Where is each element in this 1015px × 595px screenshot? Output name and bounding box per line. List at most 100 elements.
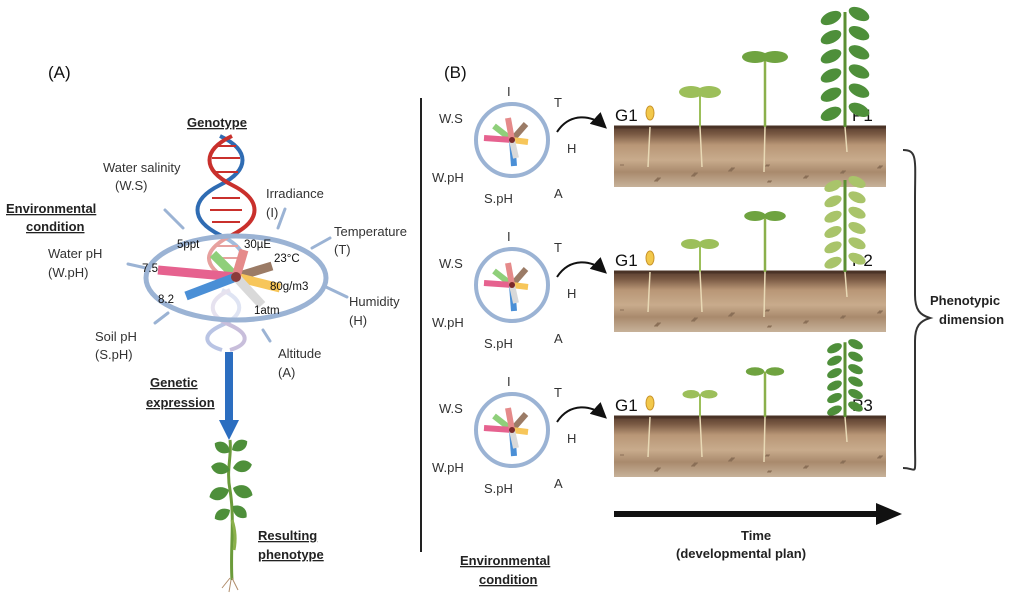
genetic-expression-arrow — [219, 352, 239, 440]
time-label-2: (developmental plan) — [676, 546, 806, 561]
label-h-abbr: (H) — [349, 313, 367, 328]
seedling-leaf — [765, 367, 785, 376]
soil-strip — [614, 417, 886, 477]
plant-leaf — [827, 368, 842, 379]
abbr-label-t: T — [554, 95, 562, 110]
label-sph-abbr: (S.pH) — [95, 347, 133, 362]
time-label-1: Time — [741, 528, 771, 543]
ellipse-spokes — [126, 207, 349, 343]
plant-leaf — [848, 206, 866, 219]
plant-leaf — [848, 237, 866, 250]
time-arrow — [614, 503, 902, 525]
environment-bars — [157, 248, 282, 309]
bar-hub — [509, 427, 515, 433]
abbr-label-h: H — [567, 141, 576, 156]
seed-icon — [645, 250, 655, 266]
label-water-salinity: Water salinity — [103, 160, 181, 175]
cotyledon-leaf — [681, 239, 701, 249]
bar-hub — [509, 137, 515, 143]
abbr-label-ws: W.S — [439, 401, 463, 416]
abbr-label-sph: S.pH — [484, 336, 513, 351]
environment-bars — [483, 262, 529, 312]
environment-bar — [505, 117, 515, 141]
abbr-label-h: H — [567, 431, 576, 446]
env-condition-title-1: Environmental — [6, 201, 96, 216]
environment-bar — [509, 429, 519, 449]
plant-leaf — [848, 376, 863, 387]
seed-icon — [645, 105, 655, 121]
label-i-abbr: (I) — [266, 205, 278, 220]
resulting-phenotype-plant — [207, 436, 255, 593]
label-a-abbr: (A) — [278, 365, 295, 380]
label-temperature: Temperature — [334, 224, 407, 239]
root — [699, 416, 703, 458]
environment-bar — [505, 262, 515, 286]
value-wph: 7.5 — [142, 263, 158, 275]
environment-bars — [483, 117, 529, 167]
abbr-label-i: I — [507, 374, 511, 389]
abbr-label-a: A — [554, 476, 563, 491]
condition-arrow — [556, 256, 607, 278]
phenotypic-brace — [902, 149, 934, 471]
plant-leaf — [848, 191, 866, 204]
environment-bar — [483, 425, 513, 433]
resulting-label-1: Resulting — [258, 528, 317, 543]
condition-arrow — [556, 111, 607, 133]
plant-leaf — [824, 180, 842, 192]
plant-leaf — [820, 49, 842, 64]
plant-leaf — [820, 30, 842, 45]
plant-leaf — [848, 339, 863, 350]
env-condition-title-2: condition — [26, 219, 85, 234]
abbr-label-a: A — [554, 331, 563, 346]
plant-leaf — [824, 195, 842, 208]
value-t: 23°C — [274, 253, 300, 265]
plant-leaf — [848, 222, 866, 234]
abbr-label-wph: W.pH — [432, 170, 464, 185]
environment-bar — [509, 139, 519, 159]
plant-leaf — [848, 6, 870, 22]
environment-bar — [505, 407, 515, 431]
value-h: 80g/m3 — [270, 281, 308, 293]
abbr-label-sph: S.pH — [484, 481, 513, 496]
abbr-label-ws: W.S — [439, 111, 463, 126]
cotyledon-leaf — [682, 390, 700, 399]
label-irradiance: Irradiance — [266, 186, 324, 201]
root — [763, 416, 766, 463]
env-condition-b-2: condition — [479, 572, 538, 587]
plant-leaf — [820, 10, 842, 26]
panel-b-label: (B) — [444, 63, 467, 82]
plant-leaf — [848, 388, 863, 400]
genotype-label: G1 — [615, 106, 638, 125]
environment-bar — [483, 280, 513, 288]
plant-leaf — [848, 26, 870, 41]
plant-leaf — [848, 351, 863, 362]
abbr-label-t: T — [554, 385, 562, 400]
plant-leaf — [824, 241, 842, 254]
plant-leaf — [827, 392, 842, 404]
label-ws-abbr: (W.S) — [115, 178, 148, 193]
cotyledon-leaf — [700, 390, 718, 399]
abbr-label-ws: W.S — [439, 256, 463, 271]
root — [699, 271, 703, 313]
abbr-label-t: T — [554, 240, 562, 255]
plant-leaf — [827, 405, 842, 416]
bar-hub — [509, 282, 515, 288]
plant-leaf — [848, 401, 863, 412]
root — [647, 416, 651, 458]
plant-leaf — [827, 380, 842, 391]
panel-a-label: (A) — [48, 63, 71, 82]
label-wph-abbr: (W.pH) — [48, 265, 88, 280]
value-i: 30µE — [244, 239, 271, 251]
environment-bar — [483, 135, 513, 143]
plant-leaf — [848, 64, 870, 79]
plant-leaf — [848, 102, 870, 117]
env-condition-b-1: Environmental — [460, 553, 550, 568]
abbr-label-h: H — [567, 286, 576, 301]
label-altitude: Altitude — [278, 346, 321, 361]
plant-leaf — [824, 256, 842, 269]
plant-leaf — [827, 355, 842, 366]
label-humidity: Humidity — [349, 294, 400, 309]
